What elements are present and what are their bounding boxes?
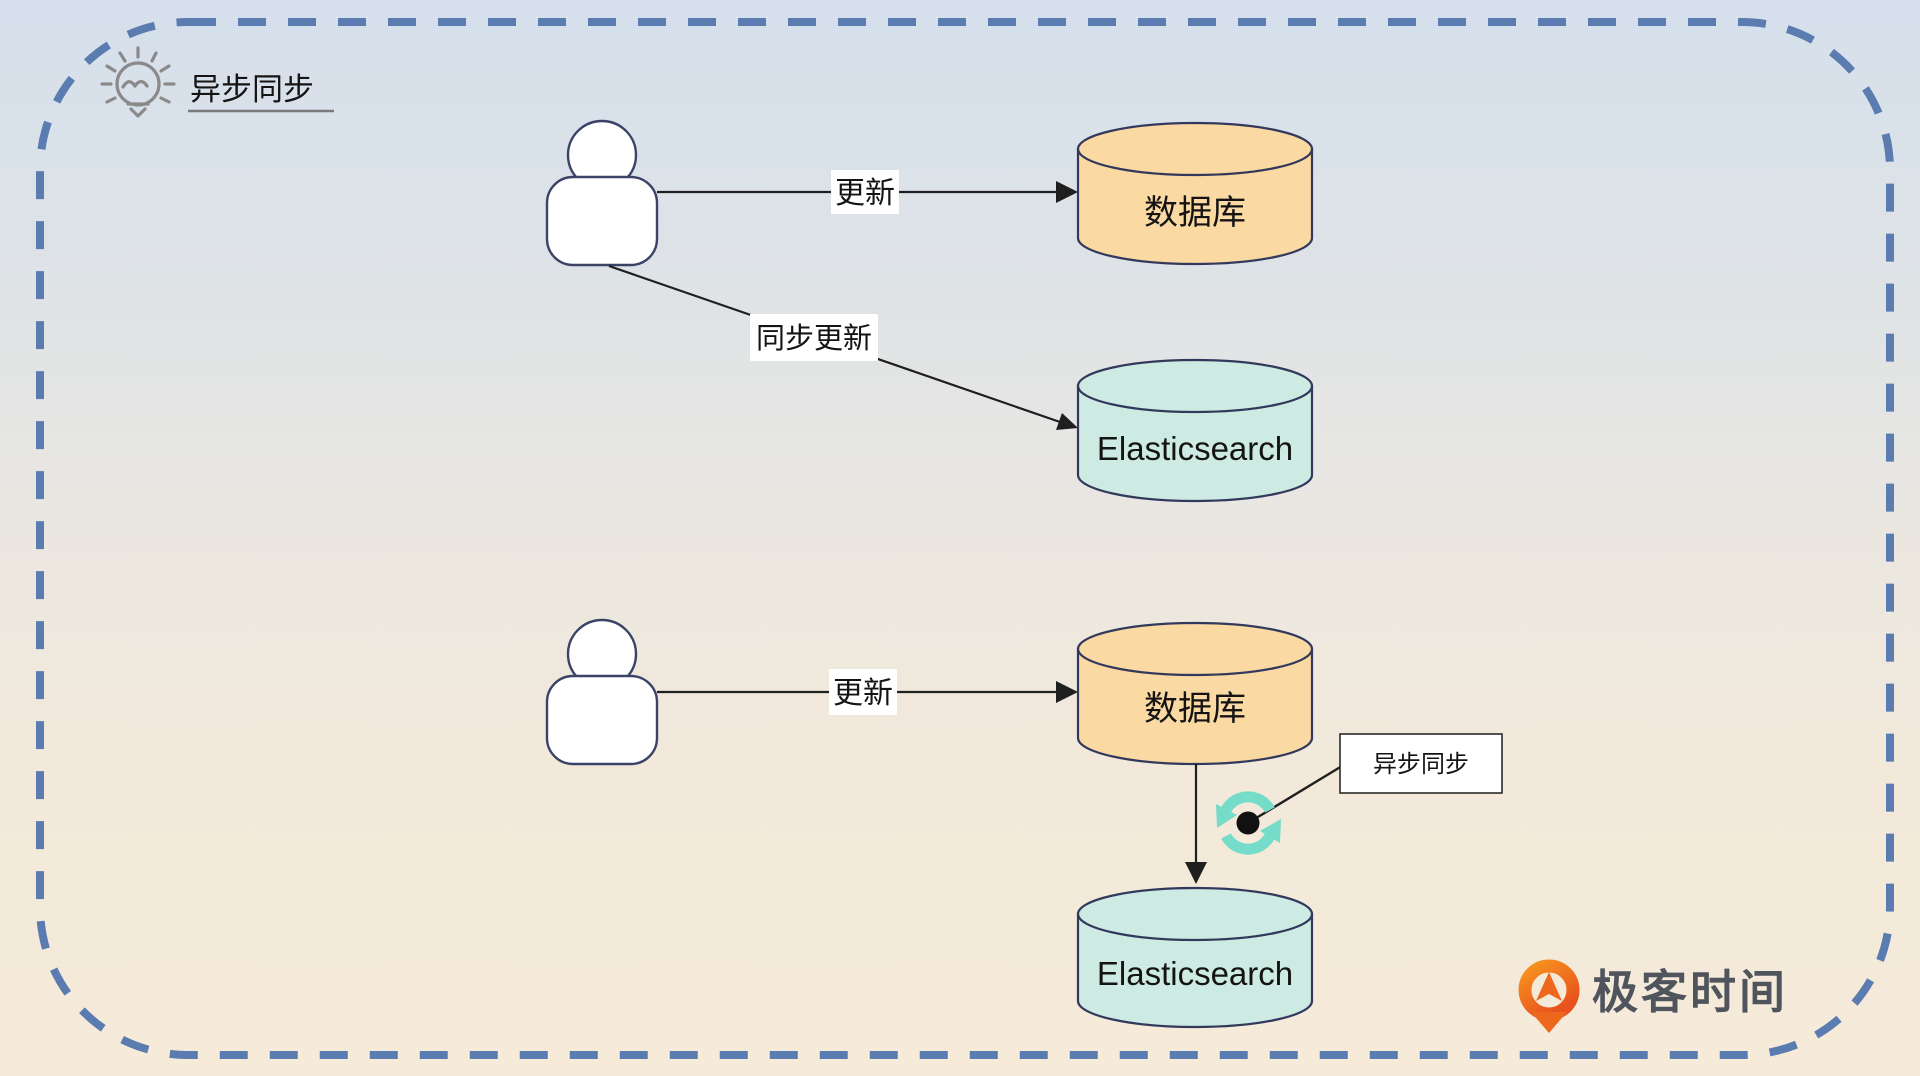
geektime-logo-text: 极客时间: [1592, 966, 1788, 1018]
elasticsearch-cylinder-top: Elasticsearch: [1076, 358, 1314, 503]
sync-flow-bottom: 更新 数据库 异步同步 Elasticsearch: [545, 618, 1503, 1029]
arrowhead-db-to-es: [1185, 862, 1207, 884]
geektime-logo-icon: [1518, 959, 1580, 1033]
label-update-bottom: 更新: [833, 677, 893, 710]
sync-icon: [1216, 791, 1281, 855]
lightbulb-icon: [100, 46, 176, 118]
label-update-top-bg: [831, 170, 899, 214]
database-label-top: 数据库: [1144, 194, 1246, 232]
elasticsearch-label-top: Elasticsearch: [1097, 430, 1293, 467]
bulb-rays: [100, 46, 176, 104]
label-update-top: 更新: [835, 177, 895, 210]
elasticsearch-label-bottom: Elasticsearch: [1097, 955, 1293, 992]
page-title: 异步同步: [190, 72, 314, 107]
geektime-logo: 极客时间: [1518, 959, 1788, 1033]
elasticsearch-cylinder-bottom: Elasticsearch: [1076, 886, 1314, 1029]
database-cylinder-bottom: 数据库: [1076, 621, 1314, 766]
callout-line: [1247, 764, 1343, 825]
connector-dot: [1236, 811, 1260, 835]
label-async-sync: 异步同步: [1373, 751, 1469, 778]
dashed-border: [36, 18, 1894, 1059]
user-icon-bottom: [545, 618, 659, 766]
label-sync-update-bg: [750, 314, 878, 361]
database-cylinder-top: 数据库: [1076, 121, 1314, 266]
arrowhead-update-bottom: [1056, 681, 1078, 703]
label-update-bottom-bg: [829, 669, 897, 715]
sync-flow-top: 更新 数据库 同步更新 Elasticsearch: [545, 119, 1314, 503]
label-sync-update: 同步更新: [756, 322, 872, 355]
user-icon-top: [545, 119, 659, 267]
database-label-bottom: 数据库: [1144, 690, 1246, 728]
arrowhead-sync-update: [1056, 413, 1078, 430]
section-header: 异步同步: [100, 46, 334, 118]
async-note-box: [1339, 733, 1503, 794]
arrowhead-update-top: [1056, 181, 1078, 203]
